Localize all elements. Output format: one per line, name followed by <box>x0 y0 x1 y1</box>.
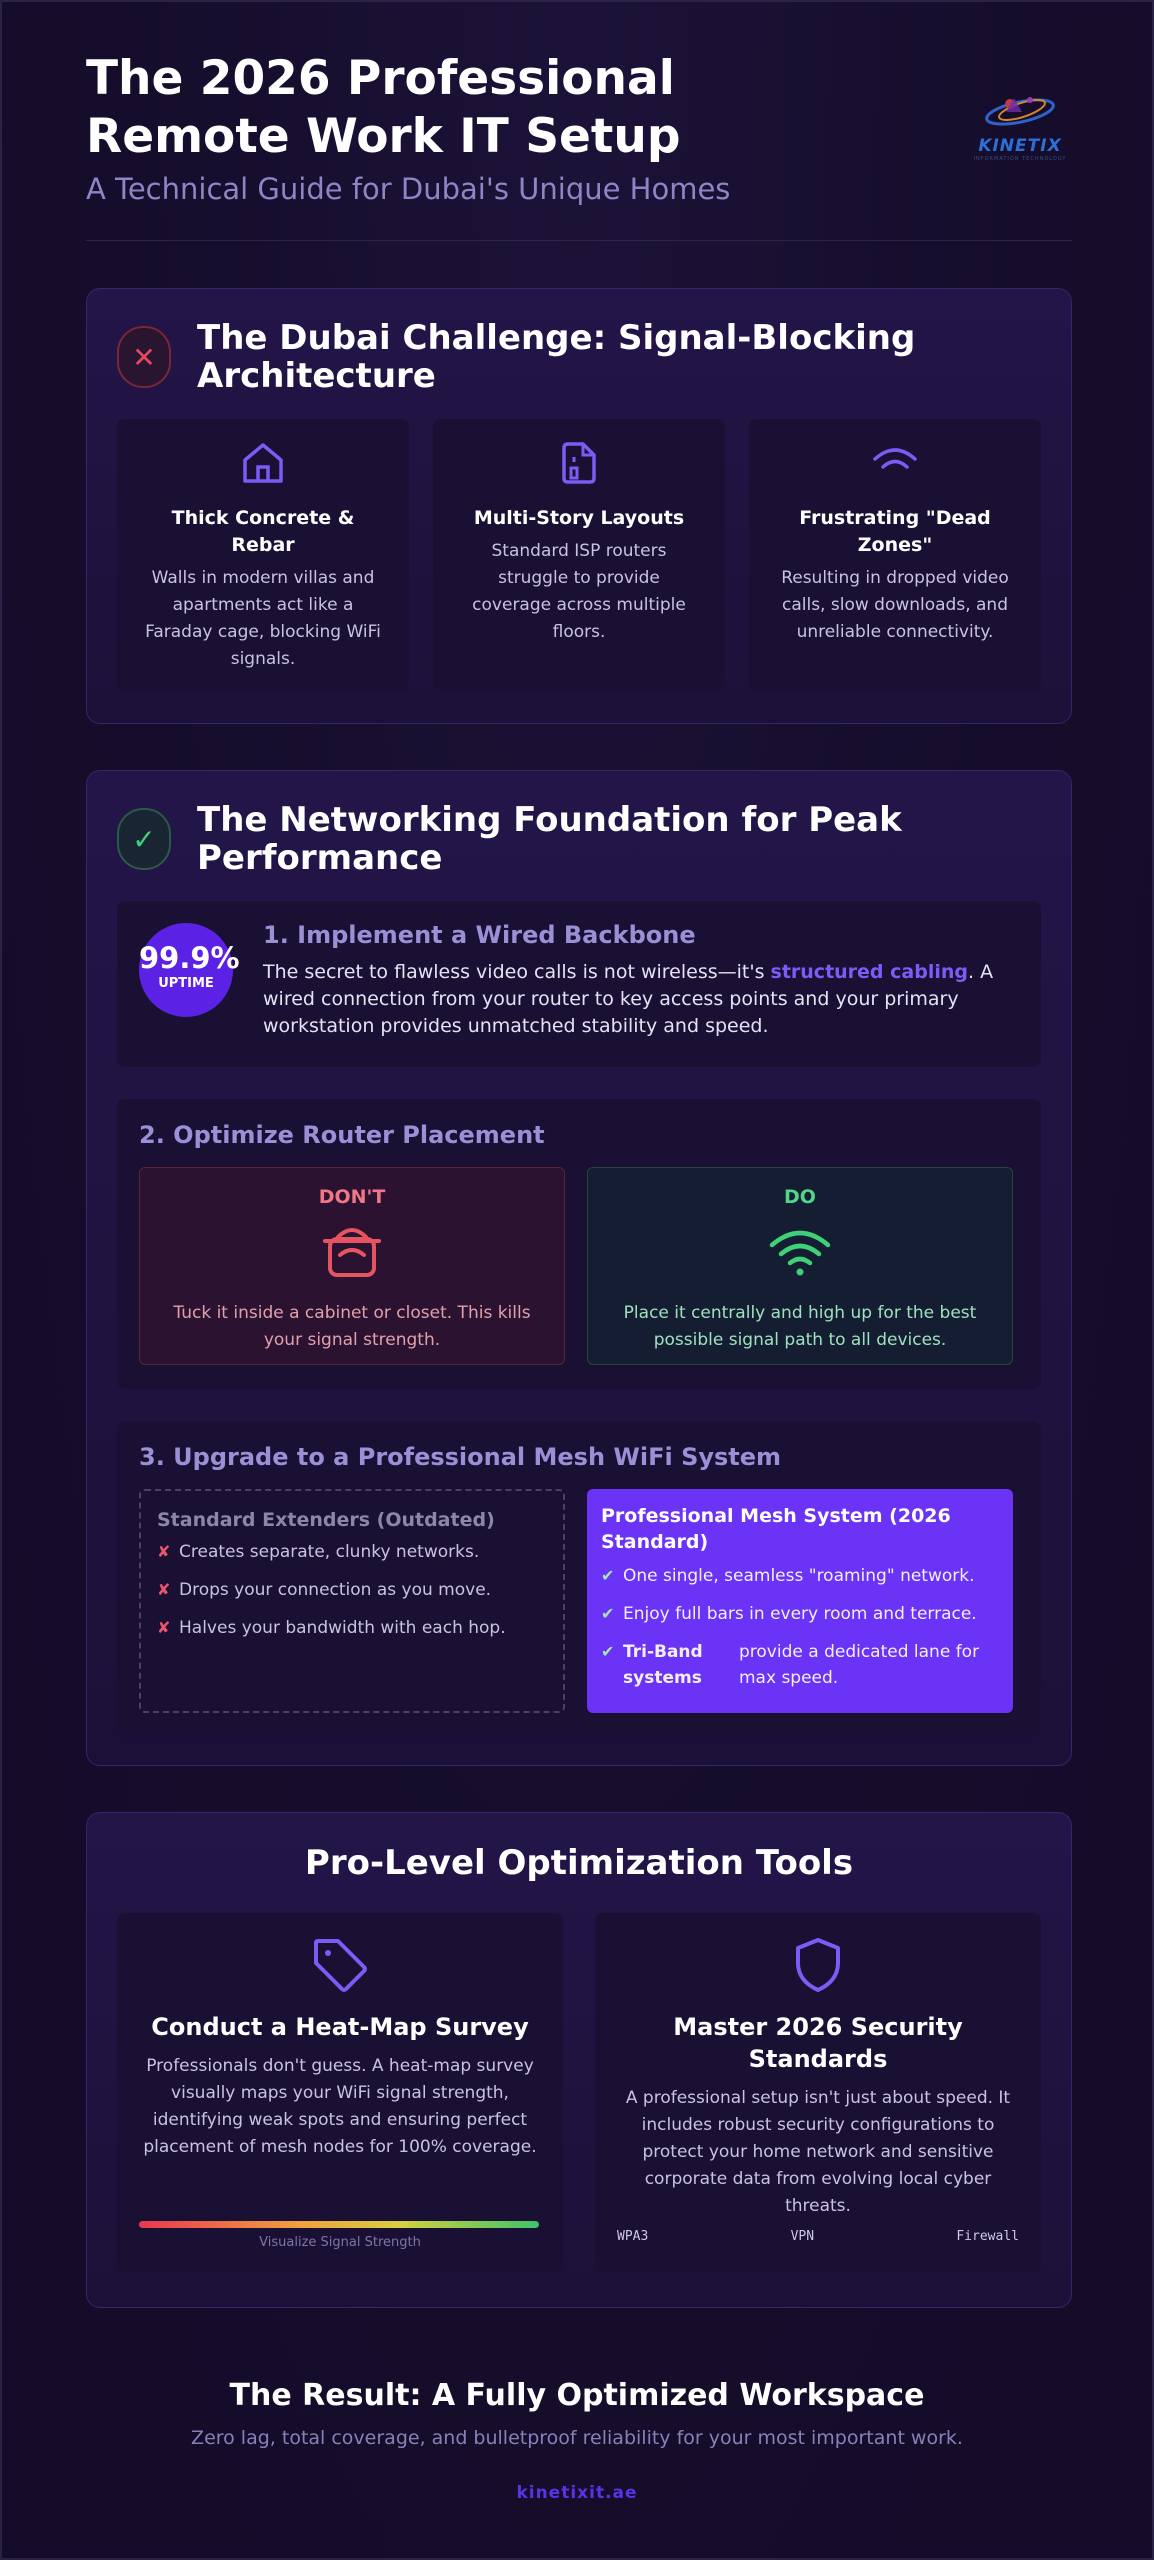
list-item: ✔Enjoy full bars in every room and terra… <box>601 1601 999 1627</box>
step1-text: The secret to flawless video calls is no… <box>263 959 1013 1040</box>
challenge-item-heading: Frustrating "Dead Zones" <box>799 507 991 556</box>
challenge-item-heading: Multi-Story Layouts <box>473 507 685 529</box>
do-panel: DO Place it centrally and high up for th… <box>587 1167 1013 1365</box>
logo-swoosh-icon <box>985 97 1055 126</box>
challenge-item-text: Resulting in dropped video calls, slow d… <box>781 568 1009 642</box>
footer: The Result: A Fully Optimized Workspace … <box>2 2378 1152 2503</box>
step2-heading: 2. Optimize Router Placement <box>139 1121 545 1149</box>
challenge-section: ✕ The Dubai Challenge: Signal-Blocking A… <box>86 288 1072 724</box>
foundation-section: ✓ The Networking Foundation for Peak Per… <box>86 770 1072 1766</box>
challenge-title: The Dubai Challenge: Signal-Blocking Arc… <box>197 318 916 396</box>
security-heading: Master 2026 Security Standards <box>673 2013 963 2073</box>
challenge-item-text: Walls in modern villas and apartments ac… <box>145 568 381 669</box>
signal-strength-label: Visualize Signal Strength <box>259 2235 421 2250</box>
challenge-header: ✕ The Dubai Challenge: Signal-Blocking A… <box>117 319 1037 395</box>
tri-band-label: Tri-Band systems <box>623 1642 703 1688</box>
website-link[interactable]: kinetixit.ae <box>516 2483 638 2503</box>
dont-panel: DON'T Tuck it inside a cabinet or closet… <box>139 1167 565 1365</box>
heatmap-heading: Conduct a Heat-Map Survey <box>151 2013 529 2041</box>
page-title-line1: The 2026 Professional <box>86 51 675 106</box>
heatmap-text: Professionals don't guess. A heat-map su… <box>143 2056 537 2157</box>
router-enclosed-icon <box>140 1220 564 1284</box>
step-router-placement: 2. Optimize Router Placement DON'T Tuck … <box>117 1099 1041 1389</box>
cross-icon: ✘ <box>157 1542 171 1561</box>
tag-wpa3: WPA3 <box>617 2229 649 2244</box>
security-card: Master 2026 Security Standards A profess… <box>595 1913 1041 2273</box>
mesh-panel: Professional Mesh System (2026 Standard)… <box>587 1489 1013 1713</box>
do-label: DO <box>784 1186 816 1208</box>
step3-heading: 3. Upgrade to a Professional Mesh WiFi S… <box>139 1443 782 1471</box>
security-tags: WPA3 VPN Firewall <box>617 2229 1019 2244</box>
tag-icon <box>141 1937 539 1993</box>
list-item: ✘Halves your bandwidth with each hop. <box>157 1615 547 1641</box>
cross-icon: ✘ <box>157 1618 171 1637</box>
tag-firewall: Firewall <box>956 2229 1019 2244</box>
challenge-item-multistory: Multi-Story Layouts Standard ISP routers… <box>433 419 725 691</box>
tri-band-text: provide a dedicated lane for max speed. <box>739 1642 980 1688</box>
list-item: ✔One single, seamless "roaming" network. <box>601 1563 999 1589</box>
logo-tagline: INFORMATION TECHNOLOGY <box>973 156 1067 162</box>
logo-text: KINETIX <box>978 136 1062 156</box>
step-mesh-wifi: 3. Upgrade to a Professional Mesh WiFi S… <box>117 1421 1041 1737</box>
x-icon: ✕ <box>117 326 171 388</box>
header: The 2026 Professional Remote Work IT Set… <box>86 50 1072 241</box>
challenge-item-concrete: Thick Concrete & Rebar Walls in modern v… <box>117 419 409 691</box>
foundation-title: The Networking Foundation for Peak Perfo… <box>197 800 902 878</box>
page-title: The 2026 Professional Remote Work IT Set… <box>86 50 1072 166</box>
do-text: Place it centrally and high up for the b… <box>623 1303 977 1350</box>
list-item: ✘Creates separate, clunky networks. <box>157 1539 547 1565</box>
check-icon: ✓ <box>117 808 171 870</box>
footer-text: Zero lag, total coverage, and bulletproo… <box>191 2427 963 2449</box>
checkmark-icon: ✔ <box>601 1566 615 1585</box>
building-icon <box>457 439 701 487</box>
uptime-value: 99.9% <box>139 941 240 975</box>
shield-icon <box>619 1937 1017 1993</box>
step1-text-after: . A wired connection from your router to… <box>263 961 994 1037</box>
kinetix-logo: KINETIX INFORMATION TECHNOLOGY <box>968 90 1072 162</box>
dont-text: Tuck it inside a cabinet or closet. This… <box>173 1303 531 1350</box>
weak-wifi-icon <box>773 439 1017 487</box>
dont-label: DON'T <box>318 1186 386 1208</box>
challenge-item-text: Standard ISP routers struggle to provide… <box>472 541 686 642</box>
footer-heading: The Result: A Fully Optimized Workspace <box>229 2378 925 2413</box>
structured-cabling-highlight: structured cabling <box>770 961 968 983</box>
mesh-heading: Professional Mesh System (2026 Standard) <box>601 1505 951 1553</box>
list-item: ✔ Tri-Band systems provide a dedicated lan… <box>601 1639 999 1691</box>
step1-heading: 1. Implement a Wired Backbone <box>263 921 696 949</box>
page-subtitle: A Technical Guide for Dubai's Unique Hom… <box>86 172 731 206</box>
checkmark-icon: ✔ <box>601 1604 615 1623</box>
tools-section: Pro-Level Optimization Tools Conduct a H… <box>86 1812 1072 2308</box>
heatmap-card: Conduct a Heat-Map Survey Professionals … <box>117 1913 563 2273</box>
extenders-panel: Standard Extenders (Outdated) ✘Creates s… <box>139 1489 565 1713</box>
challenge-item-heading: Thick Concrete & Rebar <box>171 507 355 556</box>
tag-vpn: VPN <box>790 2229 815 2244</box>
house-icon <box>141 439 385 487</box>
list-item: ✘Drops your connection as you move. <box>157 1577 547 1603</box>
step1-text-before: The secret to flawless video calls is no… <box>263 961 771 983</box>
signal-strength-bar <box>139 2221 539 2228</box>
page-title-line2: Remote Work IT Setup <box>86 109 681 164</box>
challenge-item-deadzones: Frustrating "Dead Zones" Resulting in dr… <box>749 419 1041 691</box>
cross-icon: ✘ <box>157 1580 171 1599</box>
uptime-badge: 99.9% UPTIME <box>139 923 240 1017</box>
step-wired-backbone: 99.9% UPTIME 1. Implement a Wired Backbo… <box>117 901 1041 1067</box>
extenders-heading: Standard Extenders (Outdated) <box>157 1509 495 1531</box>
checkmark-icon: ✔ <box>601 1642 615 1661</box>
uptime-label: UPTIME <box>158 976 214 991</box>
step1-content: 1. Implement a Wired Backbone The secret… <box>263 921 1013 1040</box>
foundation-header: ✓ The Networking Foundation for Peak Per… <box>117 801 1037 877</box>
wifi-icon <box>588 1220 1012 1284</box>
security-text: A professional setup isn't just about sp… <box>625 2088 1011 2216</box>
tools-title: Pro-Level Optimization Tools <box>304 1843 854 1883</box>
